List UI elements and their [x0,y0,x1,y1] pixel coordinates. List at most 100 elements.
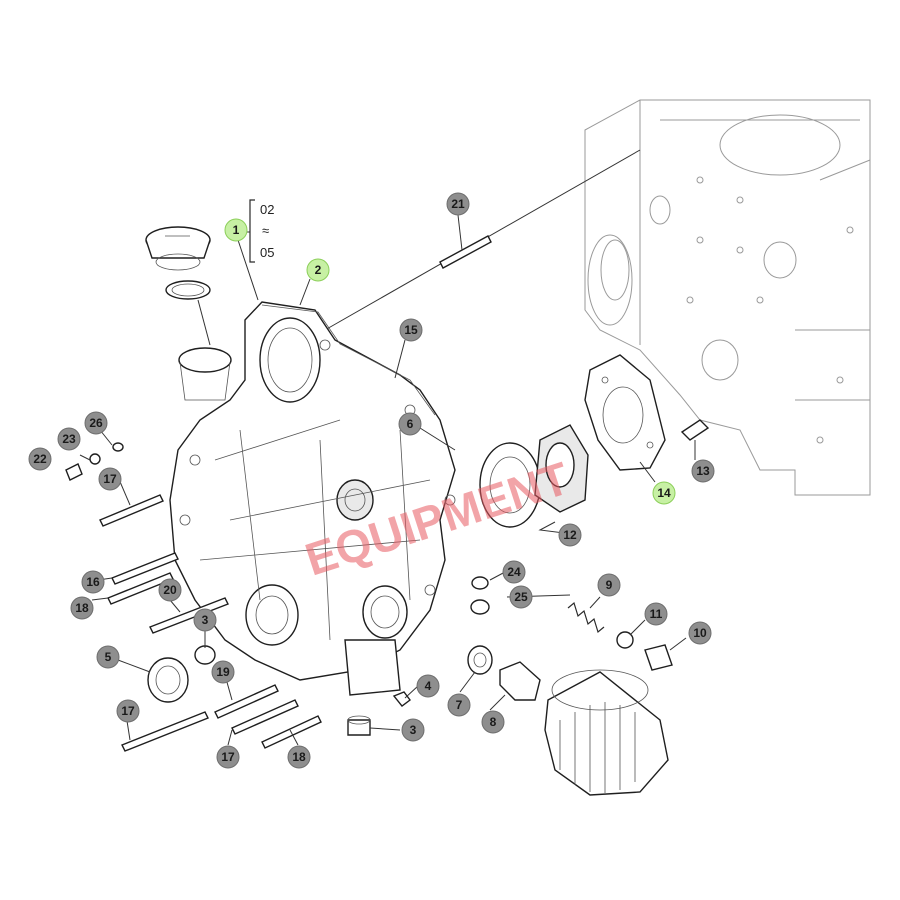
callout-layer: 1233456789101112131415161717171818192021… [28,192,715,769]
callout-label: 7 [456,698,463,712]
bolt-set [65,442,322,752]
callout-bubble [211,660,235,684]
callout-bubble [399,318,423,342]
callout-bubble [401,718,425,742]
callout-bubble [502,560,526,584]
callout-label: 14 [657,486,671,500]
callout-26: 26 [84,411,108,435]
oil-filter [544,669,669,796]
callout-label: 3 [410,723,417,737]
callout-7: 7 [447,693,471,717]
callout-18: 18 [70,596,94,620]
callout-6: 6 [398,412,422,436]
bushing [194,645,216,665]
callout-9: 9 [597,573,621,597]
callout-label: 12 [563,528,577,542]
callout-3: 3 [401,718,425,742]
callout-bubble [216,745,240,769]
callout-label: 2 [315,263,322,277]
callout-label: 25 [514,590,528,604]
callout-label: 6 [407,417,414,431]
callout-23: 23 [57,427,81,451]
callout-bubble [84,411,108,435]
callout-8: 8 [481,710,505,734]
callout-14: 14 [652,481,676,505]
callout-bubble [509,585,533,609]
callout-label: 21 [451,197,465,211]
callout-label: 18 [292,750,306,764]
callout-label: 10 [693,626,707,640]
filter-fitting [499,661,541,701]
callout-3: 3 [193,608,217,632]
callout-19: 19 [211,660,235,684]
callout-label: 24 [507,565,521,579]
callout-label: 17 [103,472,117,486]
callout-bubble [416,674,440,698]
callout-bubble [81,570,105,594]
callout-bubble [447,693,471,717]
crank-seal [147,657,189,703]
callout-label: 1 [233,223,240,237]
callout-21: 21 [446,192,470,216]
sealing-washer [467,645,493,675]
callout-bubble [287,745,311,769]
variant-range: ≈ [262,223,269,238]
callout-label: 26 [89,416,103,430]
callout-bubble [158,578,182,602]
callout-bubble [481,710,505,734]
dowel-pin [439,235,492,269]
callout-22: 22 [28,447,52,471]
callout-label: 15 [404,323,418,337]
variant-end: 05 [260,245,274,260]
callout-label: 18 [75,601,89,615]
callout-label: 3 [202,613,209,627]
callout-label: 4 [425,679,432,693]
callout-label: 20 [163,583,177,597]
callout-label: 8 [490,715,497,729]
callout-17: 17 [116,699,140,723]
callout-bubble [688,621,712,645]
callout-18: 18 [287,745,311,769]
plug [644,644,673,671]
callout-bubble [306,258,330,282]
callout-label: 11 [650,607,663,621]
gasket [261,304,436,416]
pump-cover [584,354,666,471]
callout-17: 17 [98,467,122,491]
washer [470,599,490,615]
callout-label: 19 [216,665,230,679]
callout-bubble [96,645,120,669]
sleeve [347,719,371,736]
callout-15: 15 [399,318,423,342]
variant-bracket: 02 ≈ 05 [249,199,274,263]
oil-cap [145,226,211,271]
oil-pump-rotor [479,424,589,528]
callout-bubble [70,596,94,620]
callout-16: 16 [81,570,105,594]
callout-label: 9 [606,578,613,592]
callout-20: 20 [158,578,182,602]
relief-spring [567,601,605,634]
callout-5: 5 [96,645,120,669]
relief-ball [616,631,634,649]
callout-bubble [597,573,621,597]
callout-1: 1 [224,218,248,242]
callout-bubble [691,459,715,483]
bolt [680,419,710,441]
callout-bubble [57,427,81,451]
callout-bubble [116,699,140,723]
callout-17: 17 [216,745,240,769]
callout-label: 22 [33,452,47,466]
callout-label: 5 [105,650,112,664]
variant-start: 02 [260,202,274,217]
callout-bubble [558,523,582,547]
callout-bubble [398,412,422,436]
callout-10: 10 [688,621,712,645]
washer [471,576,489,590]
callout-bubble [652,481,676,505]
callout-label: 23 [62,432,76,446]
callout-24: 24 [502,560,526,584]
callout-bubble [446,192,470,216]
callout-bubble [644,602,668,626]
